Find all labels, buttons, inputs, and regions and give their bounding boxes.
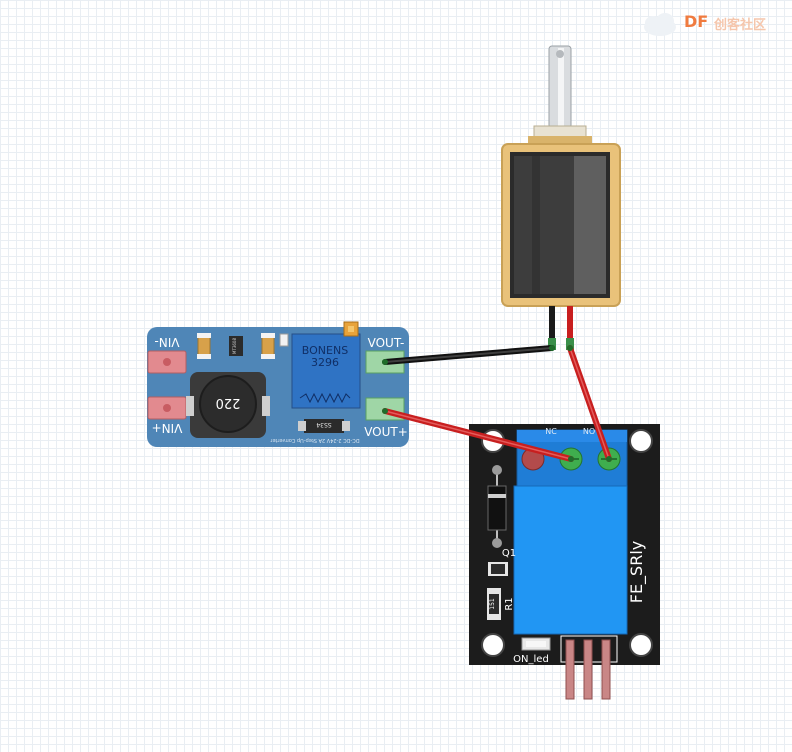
connection-dot [567,345,573,351]
diode-ss34: SS34 [298,419,350,433]
label-vout-plus: VOUT+ [364,425,408,439]
resistor-r1: 151 [487,588,501,620]
label-q1: Q1 [502,548,516,559]
connection-dot [549,345,555,351]
label-nc: NC [545,427,557,436]
boost-converter-board[interactable]: VIN- VIN+ MT3608 220 BONENS 3296 [147,321,409,447]
label-vin-plus: VIN+ [152,421,183,435]
transistor-q1 [488,562,508,576]
logo-subtext: 创客社区 [714,18,767,33]
relay-pins [565,639,611,700]
mount-hole [629,633,653,657]
connection-dot [568,456,574,462]
resistor-value: 151 [489,598,496,610]
wires [382,306,612,462]
connection-dot [382,359,388,365]
df-logo: DF 创客社区 [640,8,780,42]
chip-mt3608 [229,336,243,356]
diode-label: SS34 [316,421,331,428]
logo-text: DF [684,12,709,31]
relay-body [513,485,628,635]
connection-dot [382,408,388,414]
pin-gnd[interactable] [601,639,611,700]
cloud-icon [644,13,676,36]
flyback-diode [487,465,507,548]
mount-hole [481,633,505,657]
pot-brand: BONENS [302,344,348,357]
pin-vcc[interactable] [583,639,593,700]
label-vin-minus: VIN- [154,335,179,349]
label-vout-minus: VOUT- [368,336,405,350]
potentiometer[interactable]: BONENS 3296 [291,321,361,409]
connection-dot [606,456,612,462]
label-on-led: ON_led [513,654,549,665]
pot-model: 3296 [311,356,339,369]
mount-hole [629,429,653,453]
inductor-label: 220 [216,395,241,410]
relay-label: FE_SRly [627,541,647,604]
label-r1: R1 [504,597,515,610]
chip-label: MT3608 [232,338,237,355]
solenoid[interactable] [501,45,621,307]
inductor: 220 [186,372,270,438]
board-label: DC-DC 2-24V 2A Step-Up Converter [269,437,359,443]
pin-s[interactable] [565,639,575,700]
label-no: NO [583,427,595,436]
